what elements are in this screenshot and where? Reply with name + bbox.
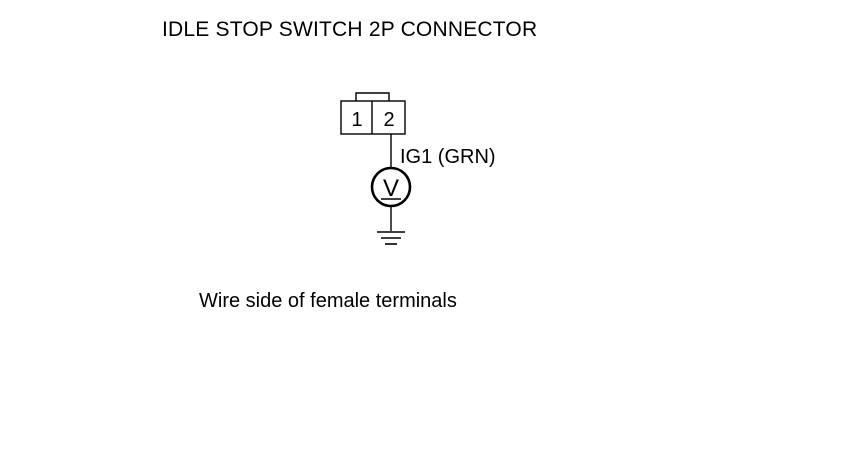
connector-2p [340, 92, 406, 135]
connector-lock-tab [355, 92, 390, 101]
page-title: IDLE STOP SWITCH 2P CONNECTOR [162, 18, 538, 41]
diagram-caption: Wire side of female terminals [199, 290, 457, 312]
ground-icon [377, 231, 405, 245]
wire-label: IG1 (GRN) [400, 146, 496, 168]
voltmeter-symbol: V [383, 175, 399, 202]
terminal-1-label: 1 [351, 109, 362, 131]
terminal-2-label: 2 [383, 109, 394, 131]
voltmeter-icon: V [370, 166, 412, 208]
connector-body [340, 100, 406, 135]
